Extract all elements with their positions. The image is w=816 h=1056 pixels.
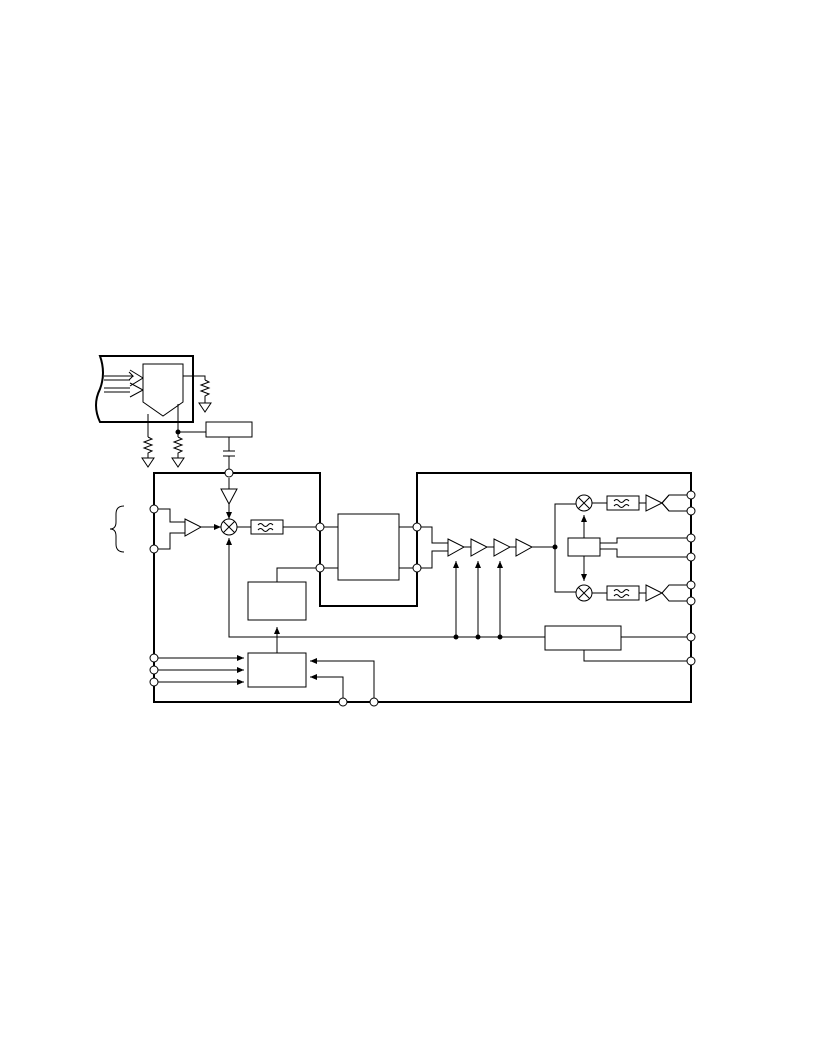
pin-rssi <box>687 657 695 665</box>
pin-lna-in-n <box>150 545 158 553</box>
brace <box>110 506 124 552</box>
rf-mixer <box>221 519 237 535</box>
pin-if-in-p <box>413 523 421 531</box>
pins <box>150 469 695 706</box>
pin-ctrl-1 <box>150 654 158 662</box>
pin-if-in-n <box>413 564 421 572</box>
pin-ctrl-2 <box>150 666 158 674</box>
i-channel-output <box>592 495 691 511</box>
filter-block <box>143 364 183 416</box>
pin-lo-2 <box>687 553 695 561</box>
input-lna <box>154 509 221 549</box>
pin-i-out-n <box>687 507 695 515</box>
agc-block <box>545 626 691 661</box>
control-logic-block <box>154 653 374 702</box>
if-filter-left <box>237 520 316 534</box>
pin-pll-ext <box>316 564 324 572</box>
pin-if-out <box>316 523 324 531</box>
input-arrow-top <box>104 370 143 386</box>
iq-split <box>555 504 576 592</box>
lo-feedback-line <box>226 538 500 637</box>
quadrature-lo-block <box>568 515 691 581</box>
pin-rf-in <box>225 469 233 477</box>
if-amp-chain <box>448 539 558 556</box>
pin-bottom-2 <box>370 698 378 706</box>
i-mixer <box>576 495 592 511</box>
coupling-capacitor <box>223 437 235 470</box>
resistor-to-ground-middle <box>172 404 206 467</box>
pin-bottom-1 <box>339 698 347 706</box>
pin-q-out-p <box>687 581 695 589</box>
pin-agc <box>687 633 695 641</box>
pin-lna-in-p <box>150 505 158 513</box>
chip-outline <box>154 473 691 702</box>
pin-lo-1 <box>687 534 695 542</box>
agc-lines <box>453 561 546 640</box>
saw-filter-module <box>96 356 193 422</box>
input-arrow-bottom <box>104 383 143 397</box>
lna-buffer-top <box>221 478 237 519</box>
resistor-to-ground-right <box>183 376 211 412</box>
resistor-to-ground-left <box>142 414 154 467</box>
if-amp-inputs <box>417 527 448 568</box>
external-if-filter <box>320 514 417 580</box>
matching-network-box <box>206 422 252 437</box>
pin-ctrl-3 <box>150 678 158 686</box>
pll-block <box>248 568 320 653</box>
pin-q-out-n <box>687 597 695 605</box>
q-mixer <box>576 585 592 601</box>
pin-i-out-p <box>687 491 695 499</box>
q-channel-output <box>592 585 691 601</box>
